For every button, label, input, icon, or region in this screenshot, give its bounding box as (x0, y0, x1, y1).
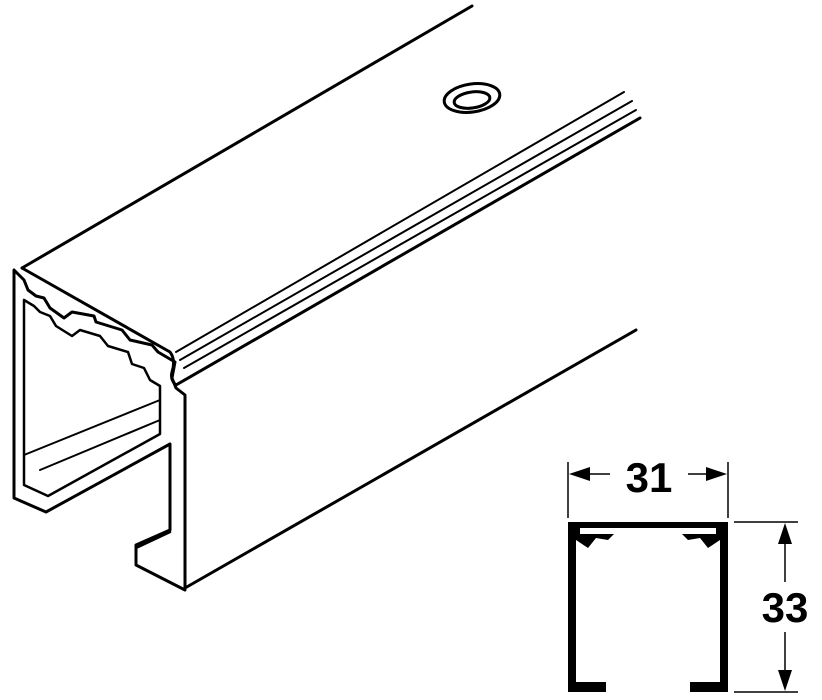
rail-groove-2 (179, 100, 633, 361)
mounting-hole-inner (452, 90, 492, 110)
inner-floor-line (23, 399, 161, 456)
width-arrow-right (706, 467, 727, 481)
mounting-hole-outer (442, 82, 502, 114)
width-label: 31 (626, 454, 673, 501)
height-arrow-top (778, 523, 792, 544)
width-arrow-left (569, 467, 590, 481)
profile-cross-section: 31 33 (567, 454, 809, 693)
rail-groove-3 (183, 109, 637, 369)
inner-floor-line-2 (39, 419, 161, 471)
track-isometric-view (12, 4, 642, 592)
rail-groove-1 (175, 91, 625, 353)
front-side-lower-edge (183, 328, 638, 590)
height-arrow-bottom (778, 670, 792, 691)
inner-channel (22, 298, 162, 498)
cross-section-fill (568, 522, 728, 692)
top-front-lip (20, 116, 642, 387)
lower-lip (134, 530, 172, 550)
top-back-edge (20, 4, 474, 270)
cross-section-hollow (580, 528, 716, 534)
end-profile-outline (12, 268, 187, 592)
height-label: 33 (762, 584, 809, 631)
